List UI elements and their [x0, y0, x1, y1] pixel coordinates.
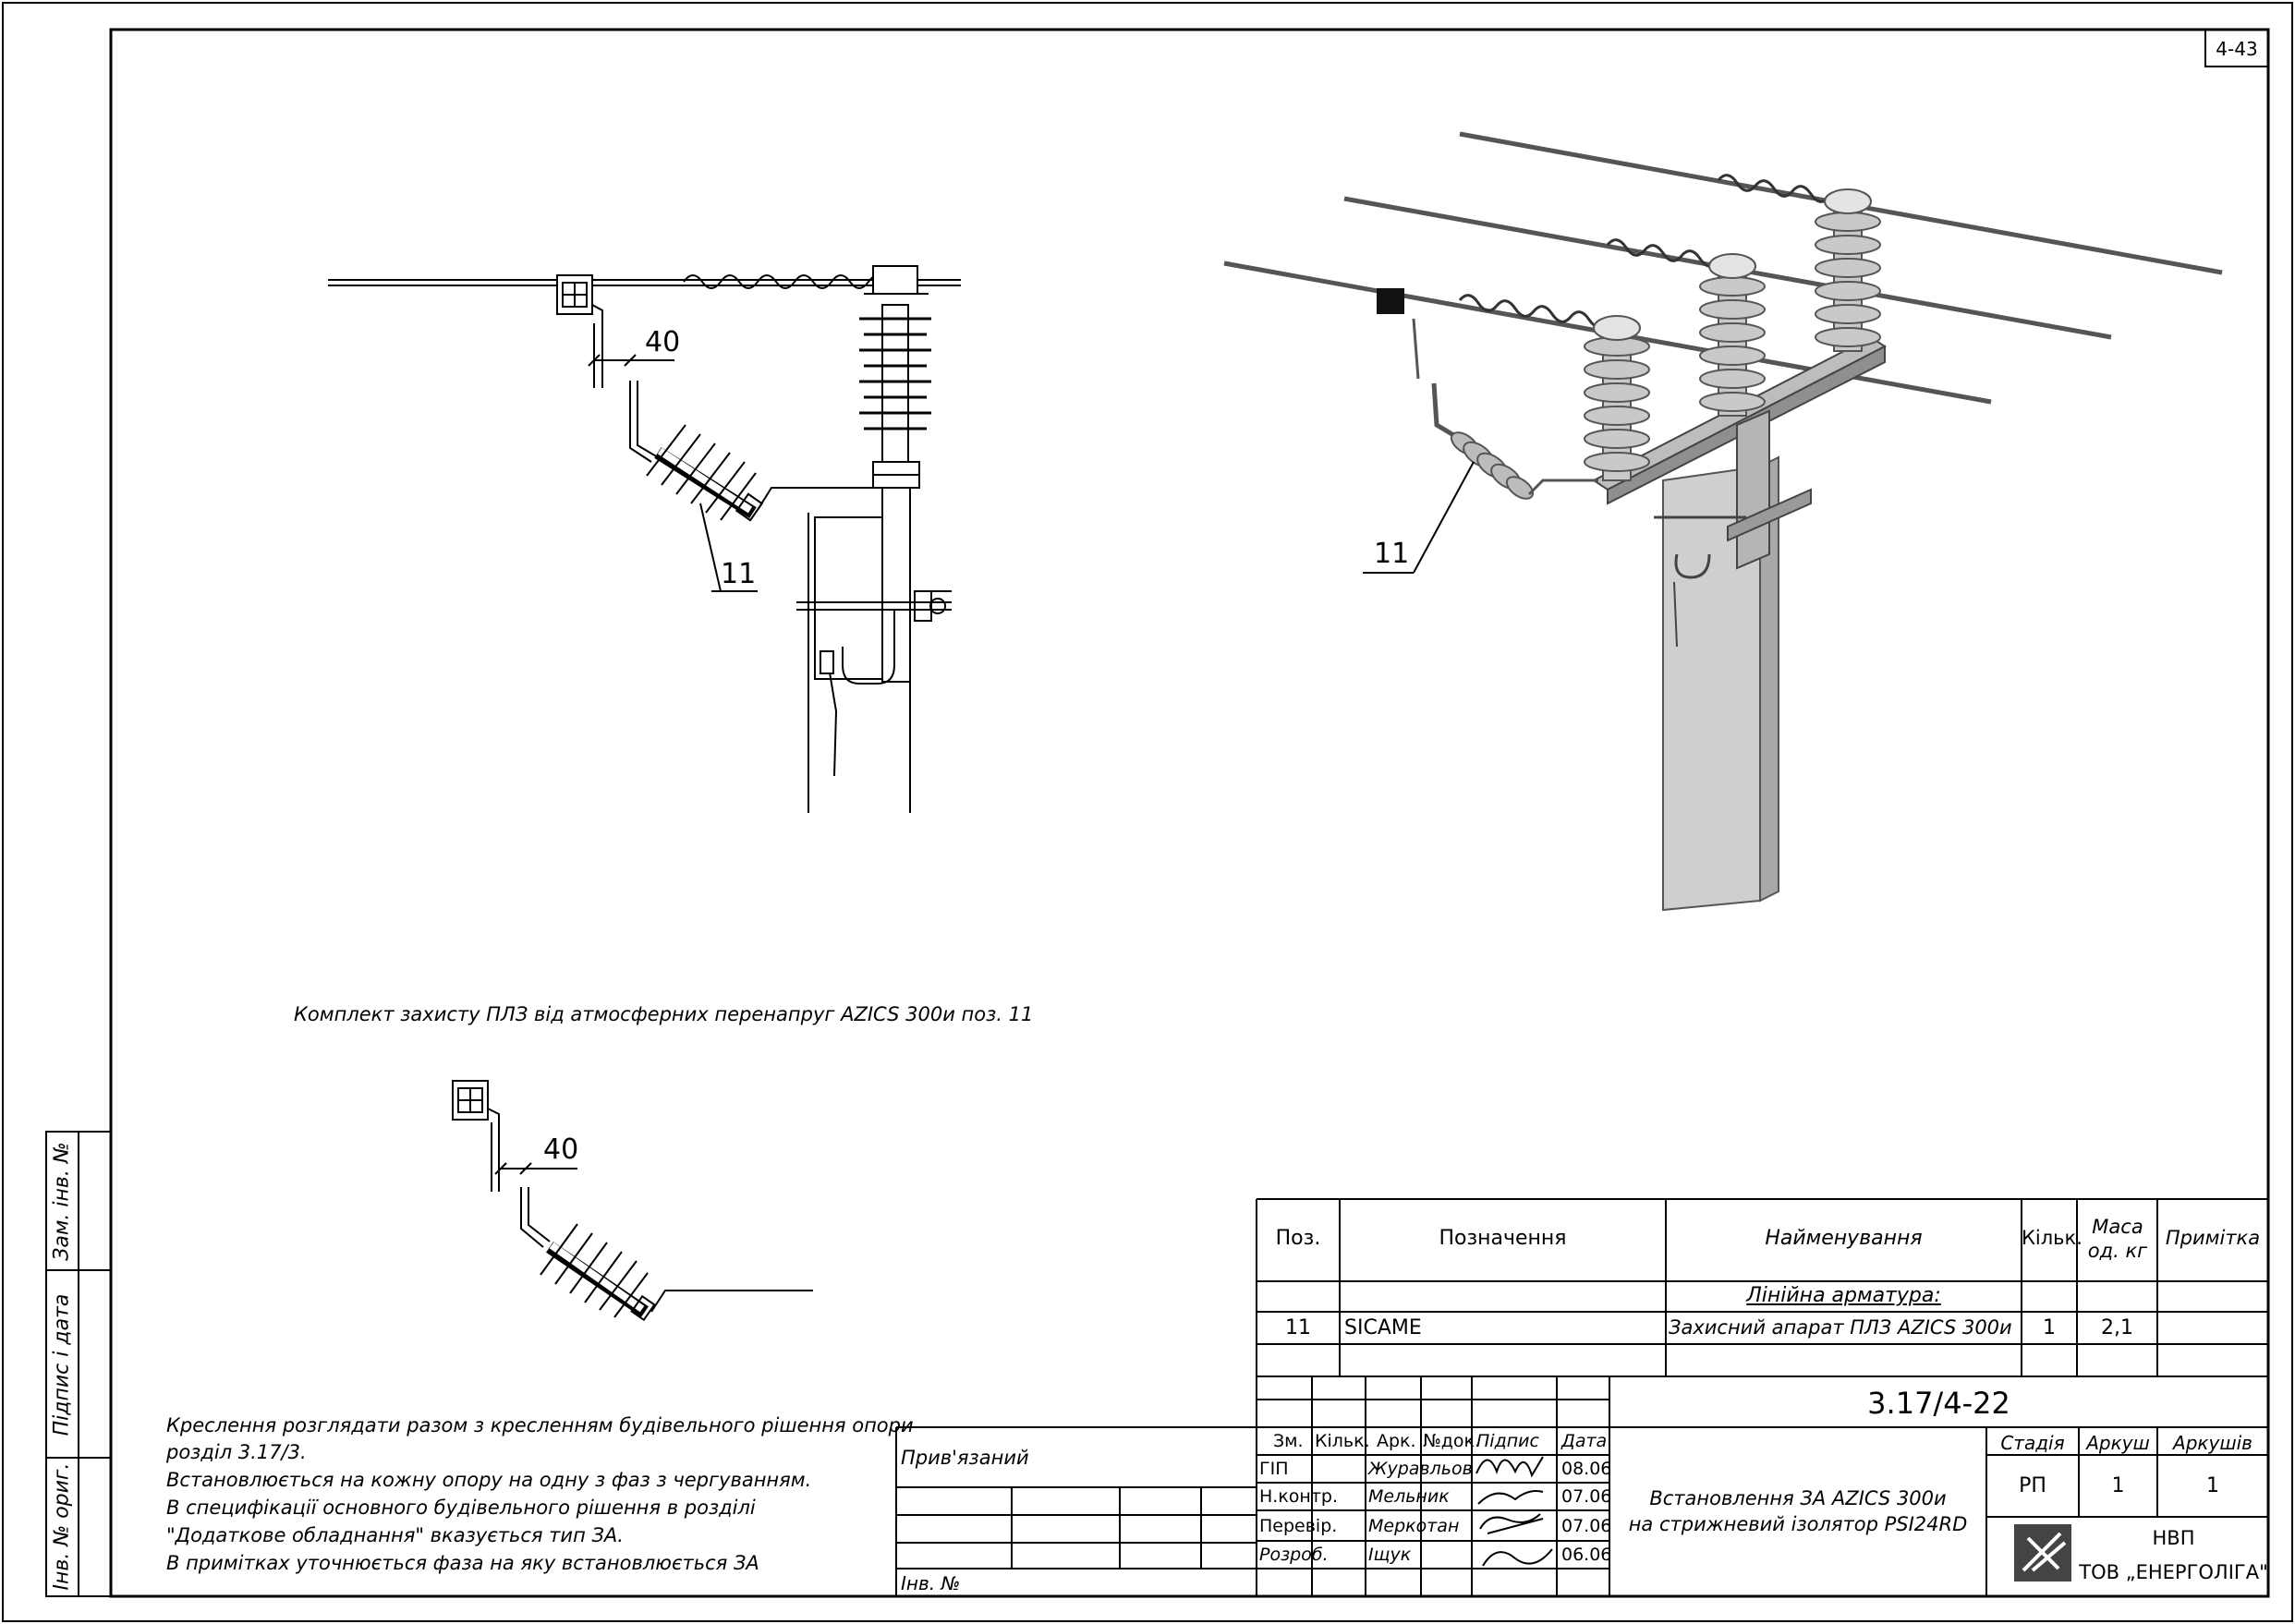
elevation-view: [328, 265, 961, 813]
spec-section-label: Лінійна арматура:: [1746, 1284, 1941, 1307]
spec-cell-name: Захисний апарат ПЛЗ AZICS 300и: [1669, 1316, 2012, 1339]
sheets-header: Аркушів: [2173, 1432, 2252, 1454]
spec-header-pos: Поз.: [1275, 1227, 1321, 1250]
position-label-11-3d: 11: [1374, 538, 1410, 570]
note-line: В специфікації основного будівельного рі…: [166, 1497, 756, 1519]
note-line: "Додаткове обладнання" вказується тип ЗА…: [166, 1524, 624, 1546]
spec-table-grid: [895, 1198, 2268, 1596]
sheets-value: 1: [2206, 1474, 2219, 1497]
sheet-value: 1: [2111, 1474, 2125, 1497]
spec-cell-designation: SICAME: [1344, 1316, 1422, 1339]
spec-header-designation: Позначення: [1439, 1227, 1567, 1250]
company-logo: [2014, 1524, 2071, 1582]
inner-frame: [109, 28, 2270, 1598]
side-stamp-zam-inv: Зам. інв. №: [50, 1142, 74, 1261]
pryviazanyi-label: Прив'язаний: [901, 1447, 1029, 1469]
staff-date: 07.06: [1561, 1516, 1612, 1536]
staff-name: Іщук: [1368, 1545, 1412, 1565]
col-header-pidpys: Підпис: [1476, 1431, 1539, 1451]
spec-cell-pos: 11: [1285, 1316, 1311, 1339]
col-header-ndok: №док.: [1423, 1431, 1481, 1451]
staff-date: 08.06: [1561, 1459, 1612, 1479]
title-line-2: на стрижневий ізолятор PSI24RD: [1628, 1513, 1968, 1535]
staff-date: 07.06: [1561, 1486, 1612, 1507]
side-stamp: [45, 1131, 112, 1597]
stage-header: Стадія: [2000, 1432, 2065, 1454]
side-stamp-inv-oryg: Інв. № ориг.: [50, 1462, 74, 1591]
company-line-2: ТОВ „ЕНЕРГОЛІГА": [2079, 1561, 2268, 1583]
detail-view: [452, 1080, 813, 1322]
spec-header-mass: Маса од. кг: [2087, 1216, 2148, 1263]
staff-name: Журавльов: [1368, 1459, 1473, 1479]
col-header-kilk: Кільк.: [1315, 1431, 1370, 1451]
sheet-code: 4-43: [2216, 38, 2258, 60]
dimension-40-top: 40: [645, 326, 681, 358]
staff-role: Перевір.: [1259, 1516, 1338, 1536]
isometric-view: [1223, 131, 2223, 912]
doc-number: 3.17/4-22: [1867, 1386, 2010, 1421]
staff-role: ГІП: [1259, 1459, 1289, 1479]
note-line: В примітках уточнюється фаза на яку вста…: [166, 1552, 759, 1574]
sheet-header: Аркуш: [2086, 1432, 2150, 1454]
dimension-40-bottom: 40: [543, 1133, 579, 1166]
col-header-ark: Арк.: [1377, 1431, 1416, 1451]
title-line-1: Встановлення ЗА AZICS 300и: [1649, 1487, 1947, 1509]
inv-no-label: Інв. №: [901, 1572, 961, 1594]
drawing-caption: Комплект захисту ПЛЗ від атмосферних пер…: [294, 1003, 1034, 1025]
spec-header-note: Примітка: [2165, 1227, 2261, 1249]
company-line-1: НВП: [2152, 1527, 2195, 1549]
staff-role: Розроб.: [1259, 1545, 1329, 1565]
col-header-zm: Зм.: [1273, 1431, 1304, 1451]
note-line: Встановлюється на кожну опору на одну з …: [166, 1469, 812, 1491]
note-line: Креслення розглядати разом з кресленням …: [166, 1414, 914, 1436]
position-label-11-left: 11: [721, 558, 757, 590]
spec-cell-mass: 2,1: [2101, 1316, 2133, 1339]
staff-name: Меркотан: [1368, 1516, 1460, 1536]
note-line: розділ 3.17/3.: [166, 1441, 307, 1463]
staff-role: Н.контр.: [1259, 1486, 1339, 1507]
spec-cell-qty: 1: [2043, 1316, 2056, 1339]
col-header-data: Дата: [1561, 1431, 1608, 1451]
signatures: [1475, 1456, 1553, 1567]
staff-name: Мельник: [1368, 1486, 1450, 1507]
staff-date: 06.06: [1561, 1545, 1612, 1565]
stage-value: РП: [2019, 1474, 2046, 1497]
spec-header-qty: Кільк.: [2022, 1227, 2082, 1249]
side-stamp-pidpys: Підпис і дата: [50, 1293, 74, 1436]
spec-header-name: Найменування: [1765, 1227, 1923, 1250]
